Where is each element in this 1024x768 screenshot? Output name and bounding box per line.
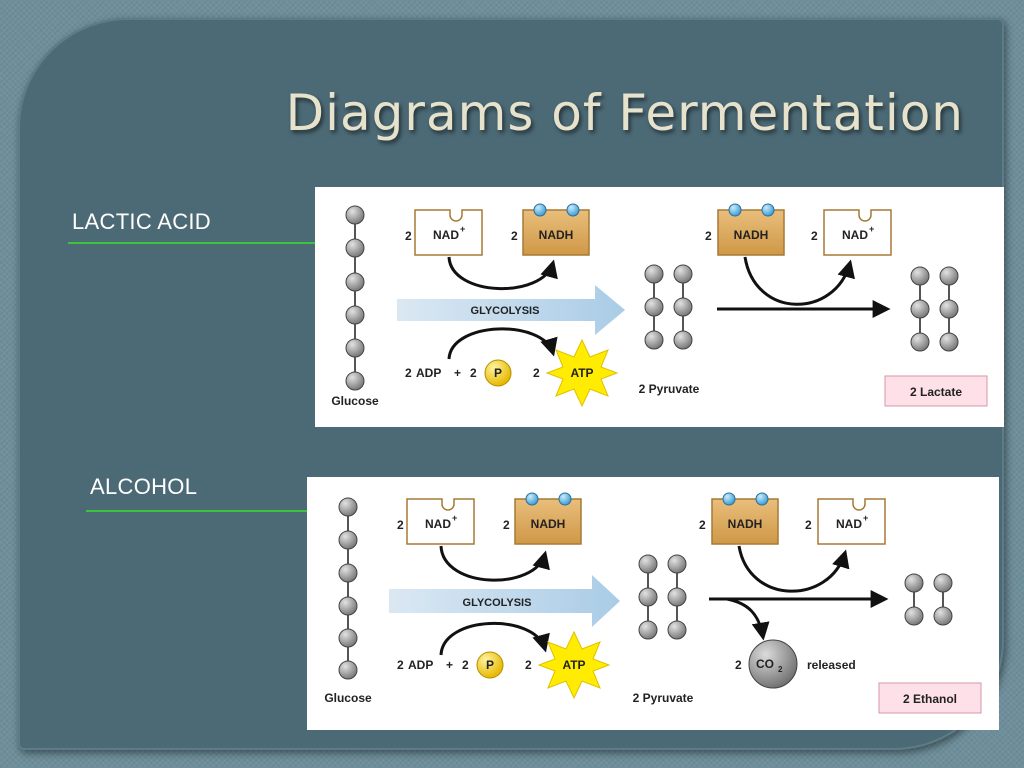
co2-subscript: 2	[778, 665, 783, 674]
phosphate-coefficient: 2	[470, 366, 477, 380]
phosphate-label: P	[494, 366, 502, 380]
glycolysis-arrow	[397, 285, 625, 335]
co2-bubble-icon	[748, 639, 798, 689]
electron-icon	[728, 203, 742, 217]
nadh-coefficient: 2	[511, 229, 518, 243]
nad-label-2: NAD	[842, 228, 868, 242]
nad-coefficient: 2	[397, 518, 404, 532]
nad-coefficient: 2	[405, 229, 412, 243]
alcohol-underline	[86, 510, 310, 512]
electron-icon	[755, 492, 769, 506]
glucose-label: Glucose	[324, 691, 372, 705]
phosphate-label: P	[486, 658, 494, 672]
product-label: 2 Ethanol	[903, 692, 957, 706]
glycolysis-arrow	[389, 575, 620, 627]
nad-plus-box	[414, 209, 483, 256]
nadh-box	[514, 498, 582, 545]
co2-coefficient: 2	[735, 658, 742, 672]
lactic-acid-diagram: Glucose 2 NAD + 2 NADH GLYCOLYSIS 2 ADP …	[315, 187, 1004, 427]
electron-icon	[722, 492, 736, 506]
glucose-chain	[345, 205, 365, 391]
product-box	[878, 682, 982, 714]
alcohol-diagram-svg: Glucose 2 NAD + 2 NADH GLYCOLYSIS 2 ADP …	[324, 492, 982, 714]
adp-label: ADP	[408, 658, 433, 672]
plus-sign: +	[454, 366, 461, 380]
nad-superscript: +	[460, 224, 465, 234]
lactic-acid-label: LACTIC ACID	[72, 209, 211, 234]
nadh-label-2: NADH	[734, 228, 769, 242]
alcohol-label: ALCOHOL	[90, 474, 198, 499]
adp-coefficient: 2	[397, 658, 404, 672]
lactate-molecules	[910, 266, 959, 352]
adp-coefficient: 2	[405, 366, 412, 380]
nad-coefficient-2: 2	[805, 518, 812, 532]
atp-label: ATP	[570, 366, 593, 380]
nad-plus-box-2	[817, 498, 886, 545]
nadh-coefficient: 2	[503, 518, 510, 532]
lactic-acid-diagram-svg: Glucose 2 NAD + 2 NADH GLYCOLYSIS 2 ADP …	[331, 203, 988, 408]
electron-icon	[761, 203, 775, 217]
nad-superscript: +	[452, 513, 457, 523]
phosphate-icon	[476, 651, 504, 679]
nadh-box-2	[717, 209, 785, 256]
pyruvate-molecules	[638, 554, 687, 640]
co2-label: CO	[756, 657, 774, 671]
co2-released-label: released	[807, 658, 856, 672]
plus-sign: +	[446, 658, 453, 672]
nad-label: NAD	[425, 517, 451, 531]
product-label: 2 Lactate	[910, 385, 962, 399]
nad-coefficient-2: 2	[811, 229, 818, 243]
phosphorylation-arrow	[439, 622, 550, 656]
reduction-arrow	[439, 545, 550, 582]
glycolysis-label: GLYCOLYSIS	[463, 597, 532, 609]
phosphorylation-arrow	[447, 327, 558, 360]
glycolysis-label: GLYCOLYSIS	[471, 305, 540, 317]
nad-plus-box-2	[823, 209, 892, 256]
atp-starburst-icon	[537, 630, 611, 700]
electron-icon	[525, 492, 539, 506]
nadh-coefficient-2: 2	[705, 229, 712, 243]
nad-superscript-2: +	[863, 513, 868, 523]
phosphate-icon	[484, 359, 512, 387]
nadh-label: NADH	[539, 228, 574, 242]
nadh-label: NADH	[531, 517, 566, 531]
oxidation-arrow	[737, 545, 850, 593]
nad-plus-box	[406, 498, 475, 545]
alcohol-diagram: Glucose 2 NAD + 2 NADH GLYCOLYSIS 2 ADP …	[307, 477, 999, 730]
slide-title: Diagrams of Fermentation	[285, 84, 964, 142]
lactic-acid-underline	[68, 242, 320, 244]
oxidation-arrow	[743, 256, 855, 306]
glucose-label: Glucose	[331, 394, 379, 408]
ethanol-molecules	[904, 573, 953, 626]
atp-label: ATP	[562, 658, 585, 672]
atp-starburst-icon	[545, 338, 619, 408]
pyruvate-label: 2 Pyruvate	[633, 691, 694, 705]
pyruvate-label: 2 Pyruvate	[639, 382, 700, 396]
nad-label-2: NAD	[836, 517, 862, 531]
electron-icon	[566, 203, 580, 217]
pyruvate-molecules	[644, 264, 693, 350]
atp-coefficient: 2	[533, 366, 540, 380]
electron-icon	[533, 203, 547, 217]
phosphate-coefficient: 2	[462, 658, 469, 672]
co2-release-arrow	[726, 597, 770, 641]
atp-coefficient: 2	[525, 658, 532, 672]
nad-label: NAD	[433, 228, 459, 242]
glucose-chain	[338, 497, 358, 680]
nadh-coefficient-2: 2	[699, 518, 706, 532]
nadh-label-2: NADH	[728, 517, 763, 531]
adp-label: ADP	[416, 366, 441, 380]
electron-icon	[558, 492, 572, 506]
product-box	[884, 375, 988, 407]
nadh-box-2	[711, 498, 779, 545]
nad-superscript-2: +	[869, 224, 874, 234]
reduction-arrow	[447, 256, 558, 290]
nadh-box	[522, 209, 590, 256]
